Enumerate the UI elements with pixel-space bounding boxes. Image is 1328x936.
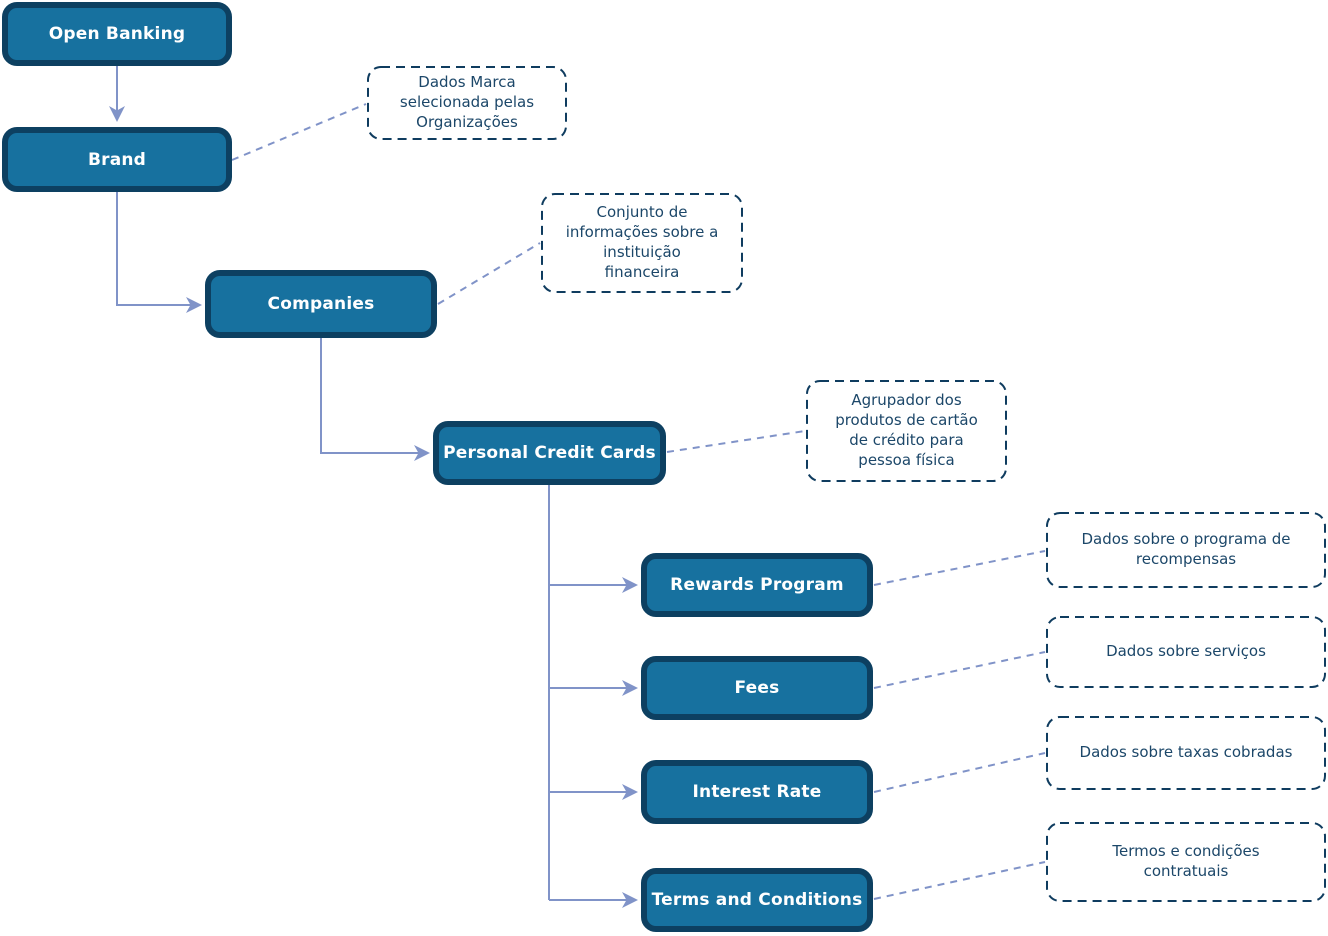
note-terms-and-conditions: Termos e condições contratuais [1046, 822, 1326, 902]
note-personal-credit-cards: Agrupador dos produtos de cartão de créd… [806, 380, 1007, 482]
note-companies: Conjunto de informações sobre a institui… [541, 193, 743, 293]
node-interest-rate: Interest Rate [641, 760, 873, 824]
note-text: Termos e condições contratuais [1112, 842, 1260, 880]
node-label: Rewards Program [670, 575, 844, 595]
note-text: Conjunto de informações sobre a institui… [565, 203, 719, 281]
node-companies: Companies [205, 270, 437, 338]
note-border-fees [1046, 616, 1326, 688]
leader-personalcreditcards-note [666, 430, 806, 453]
note-brand: Dados Marca selecionada pelas Organizaçõ… [367, 66, 567, 140]
note-text: Dados Marca selecionada pelas Organizaçõ… [399, 73, 535, 131]
note-fees: Dados sobre serviços [1046, 616, 1326, 688]
node-label: Companies [267, 294, 375, 314]
node-brand: Brand [2, 127, 232, 192]
node-personal-credit-cards: Personal Credit Cards [433, 421, 666, 485]
note-border-terms [1046, 822, 1326, 902]
note-text: Dados sobre o programa de recompensas [1081, 530, 1291, 568]
node-rewards-program: Rewards Program [641, 553, 873, 617]
node-fees: Fees [641, 656, 873, 720]
note-border-interest [1046, 716, 1326, 790]
node-label: Fees [734, 678, 780, 698]
leader-fees-note [873, 651, 1046, 689]
node-label: Interest Rate [692, 782, 822, 802]
note-interest-rate: Dados sobre taxas cobradas [1046, 716, 1326, 790]
note-rewards-program: Dados sobre o programa de recompensas [1046, 512, 1326, 588]
note-border-rewards [1046, 512, 1326, 588]
note-border-personalcreditcards [806, 380, 1007, 482]
connector-brand-to-companies [116, 192, 202, 313]
connector-companies-to-personalcreditcards [320, 338, 430, 461]
note-text: Agrupador dos produtos de cartão de créd… [835, 391, 978, 469]
node-label: Terms and Conditions [651, 890, 863, 910]
node-label: Open Banking [48, 24, 186, 44]
node-open-banking: Open Banking [2, 2, 232, 66]
node-label: Personal Credit Cards [443, 443, 656, 463]
node-label: Brand [87, 149, 147, 170]
note-border-brand [367, 66, 567, 140]
leader-rewards-note [873, 550, 1046, 586]
note-border-companies [541, 193, 743, 293]
note-text: Dados sobre serviços [1106, 642, 1266, 661]
leader-interest-note [873, 752, 1046, 793]
node-terms-and-conditions: Terms and Conditions [641, 868, 873, 932]
note-text: Dados sobre taxas cobradas [1079, 743, 1293, 762]
leader-companies-note [437, 242, 541, 305]
leader-brand-note [231, 103, 367, 161]
leader-terms-note [873, 861, 1046, 900]
